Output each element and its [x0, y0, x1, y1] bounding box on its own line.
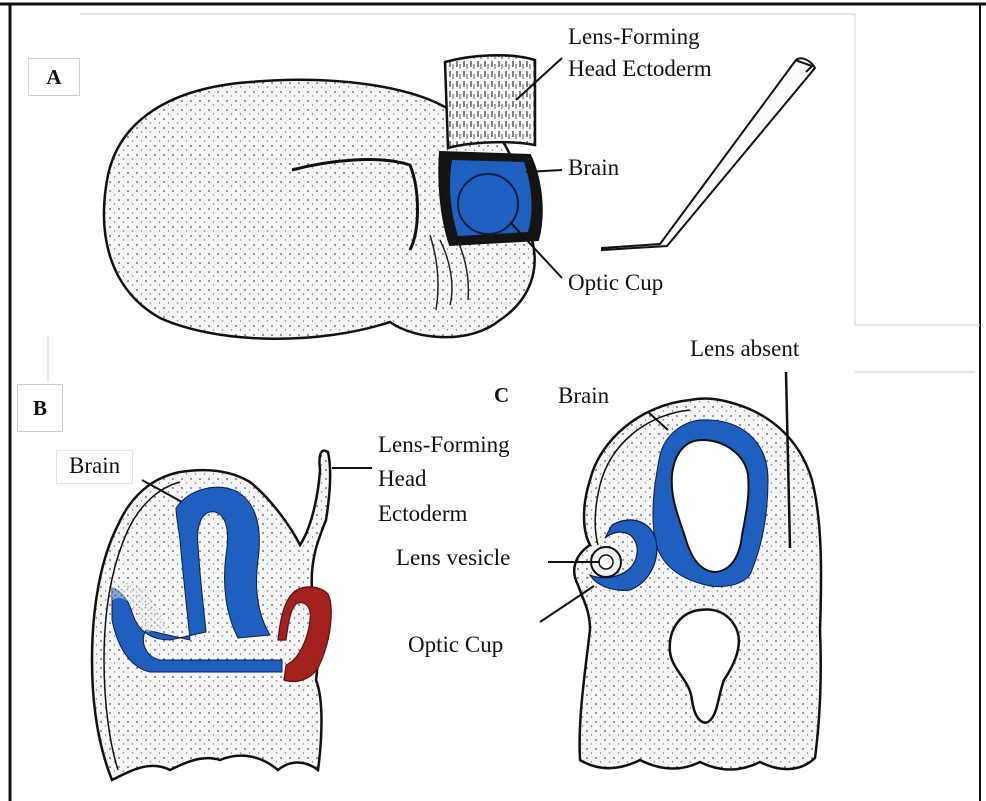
- label-lens-absent: Lens absent: [690, 336, 799, 362]
- label-lens-vesicle: Lens vesicle: [396, 545, 510, 571]
- label-brain-c: Brain: [558, 383, 609, 409]
- label-brain-a: Brain: [568, 155, 619, 181]
- panel-a: [104, 55, 815, 339]
- lens-vesicle-lumen: [599, 555, 613, 569]
- glass-needle: [602, 58, 815, 250]
- label-lens-forming-b-line3: Ectoderm: [378, 501, 467, 527]
- panel-b-letter-text: B: [33, 396, 47, 421]
- optic-cup-a[interactable]: [458, 174, 518, 234]
- label-brain-b: Brain: [56, 450, 133, 484]
- panel-b: [92, 451, 372, 780]
- label-lens-forming-b-line2: Head: [378, 466, 427, 492]
- panel-bc-boundary: [48, 336, 975, 382]
- lens-forming-ectoderm-a: [445, 55, 535, 148]
- label-lens-forming-b-line1: Lens-Forming: [378, 432, 510, 458]
- label-lens-forming-a-line2: Head Ectoderm: [568, 56, 712, 82]
- panel-c-letter: C: [494, 383, 509, 407]
- label-lens-forming-a-line1: Lens-Forming: [568, 24, 700, 50]
- panel-a-letter: A: [28, 58, 80, 96]
- panel-b-letter: B: [17, 384, 63, 432]
- panel-c: [540, 372, 821, 770]
- label-optic-cup-c: Optic Cup: [408, 632, 503, 658]
- panel-a-letter-text: A: [46, 65, 61, 90]
- label-optic-cup-a: Optic Cup: [568, 270, 663, 296]
